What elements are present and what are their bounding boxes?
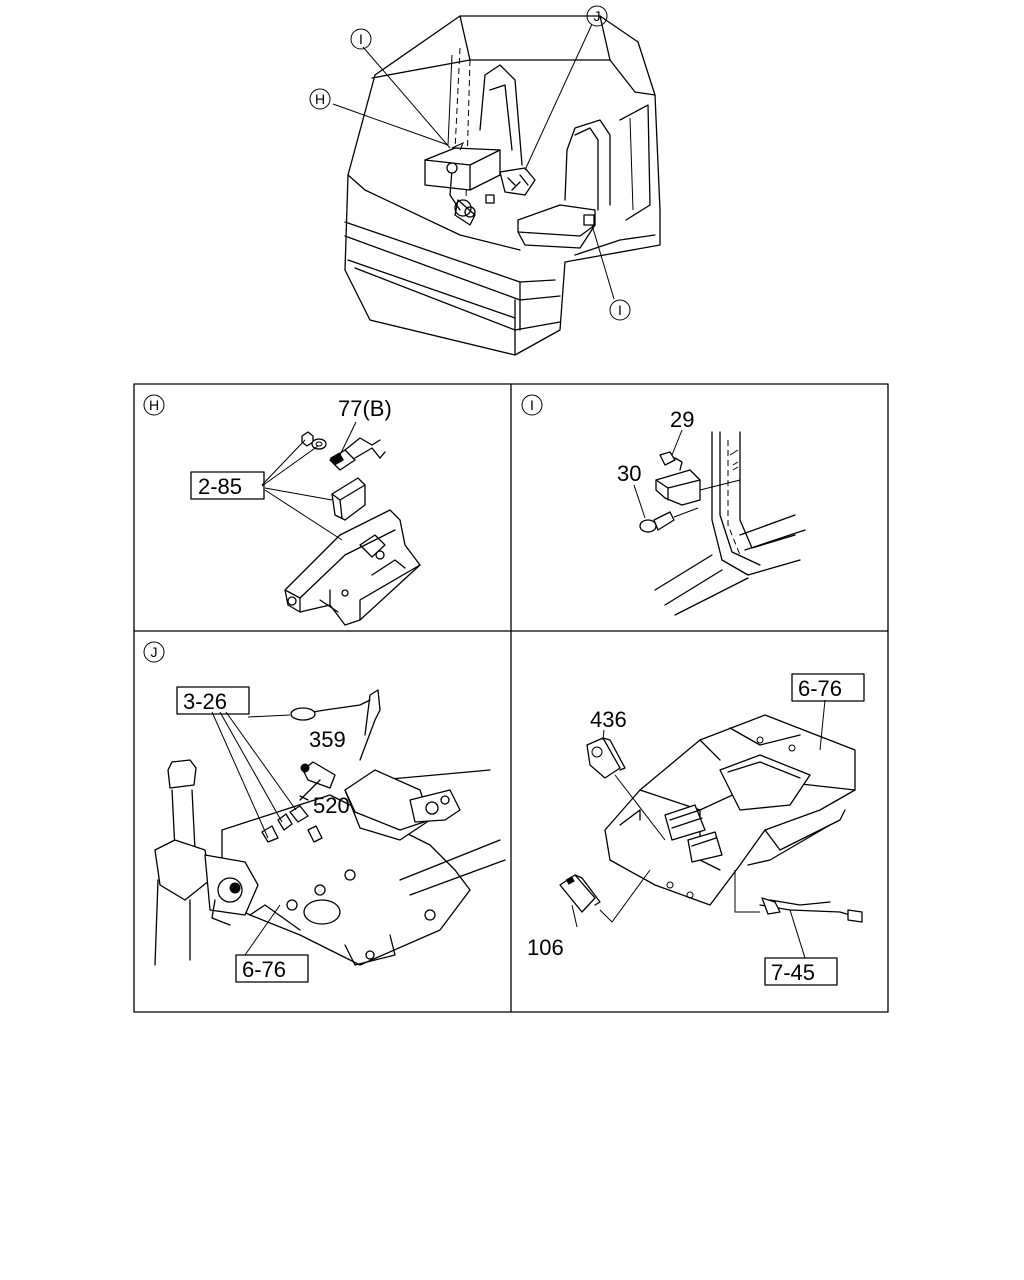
svg-text:6-76: 6-76	[798, 676, 842, 701]
svg-text:J: J	[594, 8, 601, 24]
ref-box-6-76-right: 6-76	[791, 673, 865, 702]
ref-box-6-76-left: 6-76	[235, 954, 309, 983]
part-label-359: 359	[309, 727, 346, 752]
seatbelt-buckle	[583, 214, 595, 226]
part-label-77b: 77(B)	[338, 396, 392, 421]
ref-box-2-85: 2-85	[190, 471, 265, 500]
cab-overview: I H J I	[309, 5, 661, 356]
ref-box-3-26: 3-26	[176, 686, 250, 715]
panel-j: J	[143, 641, 506, 983]
svg-text:2-85: 2-85	[198, 474, 242, 499]
part-label-30: 30	[617, 461, 641, 486]
panel-console: 436 106 6-76 7-45	[527, 673, 865, 986]
ref-box-7-45: 7-45	[764, 957, 838, 986]
svg-text:I: I	[530, 397, 534, 413]
svg-text:H: H	[315, 91, 325, 107]
overview-callout-h: H	[309, 88, 331, 110]
overview-callout-i-bottom: I	[609, 299, 631, 321]
svg-text:I: I	[618, 302, 622, 318]
overview-callout-j: J	[586, 5, 608, 27]
svg-text:H: H	[149, 397, 159, 413]
part-label-29: 29	[670, 407, 694, 432]
part-label-106: 106	[527, 935, 564, 960]
panel-h-letter: H	[143, 394, 165, 416]
part-label-436: 436	[590, 707, 627, 732]
svg-text:6-76: 6-76	[242, 957, 286, 982]
overview-callout-i-top: I	[350, 28, 372, 50]
detail-grid	[133, 383, 889, 1013]
panel-j-letter: J	[143, 641, 165, 663]
svg-text:J: J	[151, 644, 158, 660]
part-label-520: 520	[313, 793, 350, 818]
panel-h: H 77(B) 2-85	[143, 394, 421, 626]
panel-i: I 29 30	[521, 394, 806, 616]
svg-text:7-45: 7-45	[771, 960, 815, 985]
svg-text:3-26: 3-26	[183, 689, 227, 714]
svg-text:I: I	[359, 31, 363, 47]
panel-i-letter: I	[521, 394, 543, 416]
